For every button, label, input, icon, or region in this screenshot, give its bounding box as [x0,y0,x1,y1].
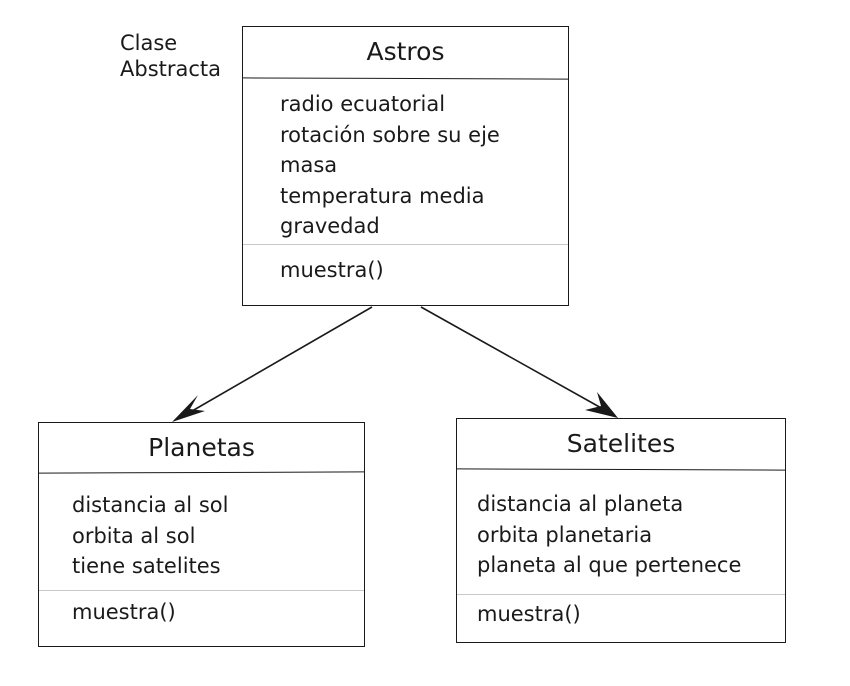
method: muestra() [477,602,581,626]
attribute: distancia al planeta [477,492,684,516]
attribute-list-planetas: distancia al sol orbita al sol tiene sat… [72,490,228,582]
class-box-astros: Astros radio ecuatorial rotación sobre s… [242,26,569,306]
method-list-astros: muestra() [280,255,384,285]
attribute: rotación sobre su eje [280,122,500,147]
attribute: gravedad [280,214,380,238]
attribute: tiene satelites [72,554,221,578]
method: muestra() [72,600,176,624]
attribute-list-satelites: distancia al planeta orbita planetaria p… [477,489,741,581]
attribute: radio ecuatorial [280,92,446,116]
class-box-satelites: Satelites distancia al planeta orbita pl… [456,418,786,643]
class-name-planetas: Planetas [148,433,255,462]
attribute-list-astros: radio ecuatorial rotación sobre su eje m… [280,89,500,242]
class-name-satelites: Satelites [566,429,676,458]
arrow-astros-to-satelites [420,306,618,418]
note-line-2: Abstracta [120,57,222,81]
method: muestra() [280,258,384,282]
class-methods-divider [457,594,785,595]
method-list-satelites: muestra() [477,599,581,629]
class-methods-divider [39,590,364,591]
attribute: orbita planetaria [477,522,653,547]
class-box-planetas: Planetas distancia al sol orbita al sol … [38,422,365,647]
class-name-astros: Astros [366,37,445,66]
attribute: distancia al sol [72,493,229,517]
attribute: planeta al que pertenece [477,553,742,577]
class-methods-divider [243,244,568,245]
arrow-astros-to-planetas [172,306,373,422]
abstract-class-note: Clase Abstracta [120,30,221,82]
attribute: masa [280,153,338,177]
note-line-1: Clase [120,31,178,55]
method-list-planetas: muestra() [72,597,176,627]
attribute: temperatura media [280,183,485,208]
attribute: orbita al sol [72,523,196,548]
